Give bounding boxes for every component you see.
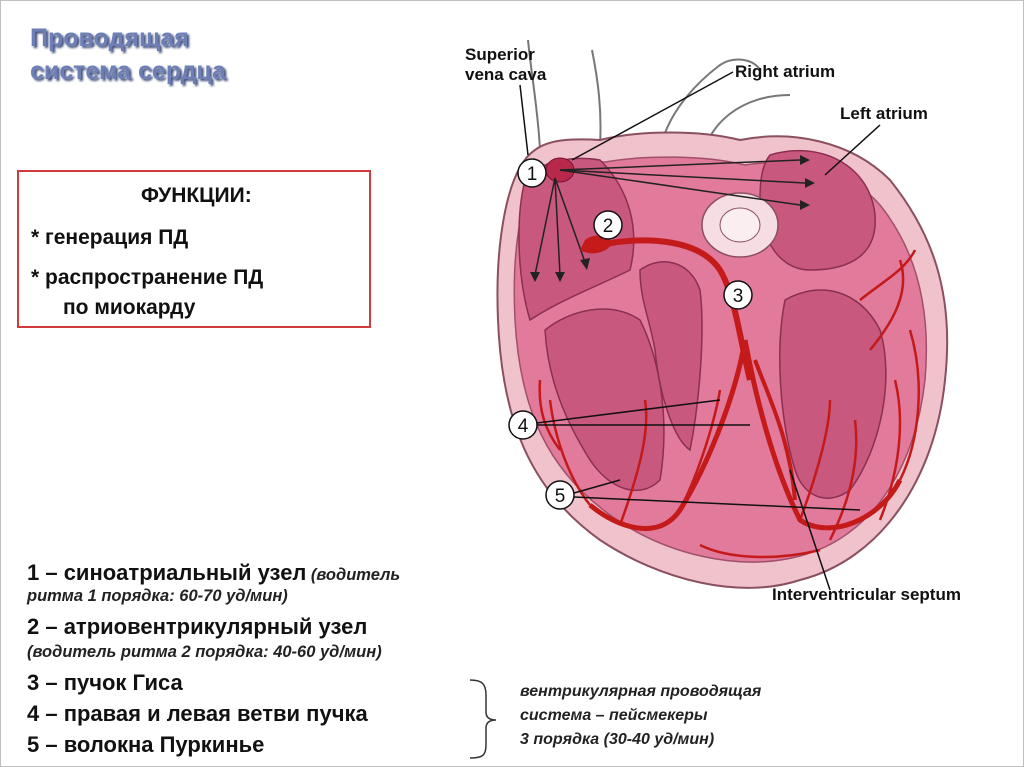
svc-leader [519, 84, 529, 156]
title-line-1: Проводящая [30, 24, 189, 52]
legend-1-main: 1 – синоатриальный узел [27, 560, 307, 585]
left-atrium-chamber [759, 150, 876, 271]
function-item-generation: * генерация ПД [31, 226, 189, 249]
aorta-outline [659, 58, 761, 151]
label-superior: Superior [465, 45, 535, 64]
legend-3: 3 – пучок Гиса [27, 670, 183, 695]
label-left-atrium: Left atrium [840, 104, 928, 123]
svg-text:2: 2 [603, 216, 614, 237]
callout-1: 1 [517, 158, 547, 188]
legend-item-4: 4 – правая и левая ветви пучка [27, 701, 368, 727]
right-ventricle-inner [639, 261, 703, 452]
callout-4: 4 [508, 399, 750, 440]
svg-text:1: 1 [527, 164, 538, 185]
svg-text:5: 5 [555, 486, 566, 507]
function-item-propagation: * распространение ПД [31, 266, 264, 289]
legend-5: 5 – волокна Пуркинье [27, 732, 265, 757]
functions-box: ФУНКЦИИ: * генерация ПД * распространени… [17, 170, 371, 328]
his-bundle [604, 237, 753, 381]
title-line-2: система сердца [30, 57, 226, 85]
legend-item-2-cont: (водитель ритма 2 порядка: 40-60 уд/мин) [27, 643, 382, 662]
left-atrium-leader [824, 124, 881, 176]
bracket-note-line-2: система – пейсмекеры [520, 707, 708, 724]
bracket-note-line-3: 3 порядка (30-40 уд/мин) [520, 731, 715, 748]
legend-item-2: 2 – атриовентрикулярный узел [27, 614, 367, 640]
legend-4: 4 – правая и левая ветви пучка [27, 701, 368, 726]
legend-item-3: 3 – пучок Гиса [27, 670, 183, 696]
label-right-atrium: Right atrium [735, 62, 835, 81]
label-vena-cava: vena cava [465, 65, 547, 84]
legend-2-main: 2 – атриовентрикулярный узел [27, 614, 368, 639]
valve-inner [719, 207, 761, 243]
bracket-note-line-1: вентрикулярная проводящая [520, 683, 762, 700]
label-interventricular-septum: Interventricular septum [772, 585, 961, 604]
slide-title: Проводящая система сердца [30, 22, 226, 88]
svg-text:4: 4 [518, 416, 529, 437]
av-node [580, 235, 612, 254]
legend-1-note: (водитель [310, 566, 401, 584]
function-item-propagation-cont: по миокарду [63, 296, 196, 319]
septum-leader [789, 469, 831, 591]
svg-text:3: 3 [733, 286, 744, 307]
legend-item-1: 1 – синоатриальный узел (водитель [27, 560, 400, 586]
legend-brace [469, 679, 497, 759]
legend-2-note: (водитель ритма 2 порядка: 40-60 уд/мин) [27, 643, 382, 661]
sa-node-arrows [534, 159, 806, 276]
svc-outline-2 [591, 49, 602, 146]
callout-3: 3 [723, 280, 753, 310]
legend-item-5: 5 – волокна Пуркинье [27, 732, 264, 758]
right-atrium-leader [571, 71, 734, 161]
sa-arrowheads [530, 155, 815, 282]
callout-5: 5 [545, 479, 861, 511]
functions-heading: ФУНКЦИИ: [141, 184, 252, 207]
svc-outline [527, 39, 541, 151]
callout-2: 2 [593, 210, 623, 240]
legend-item-1-cont: ритма 1 порядка: 60-70 уд/мин) [27, 587, 288, 606]
legend-1-note-2: ритма 1 порядка: 60-70 уд/мин) [27, 587, 288, 605]
